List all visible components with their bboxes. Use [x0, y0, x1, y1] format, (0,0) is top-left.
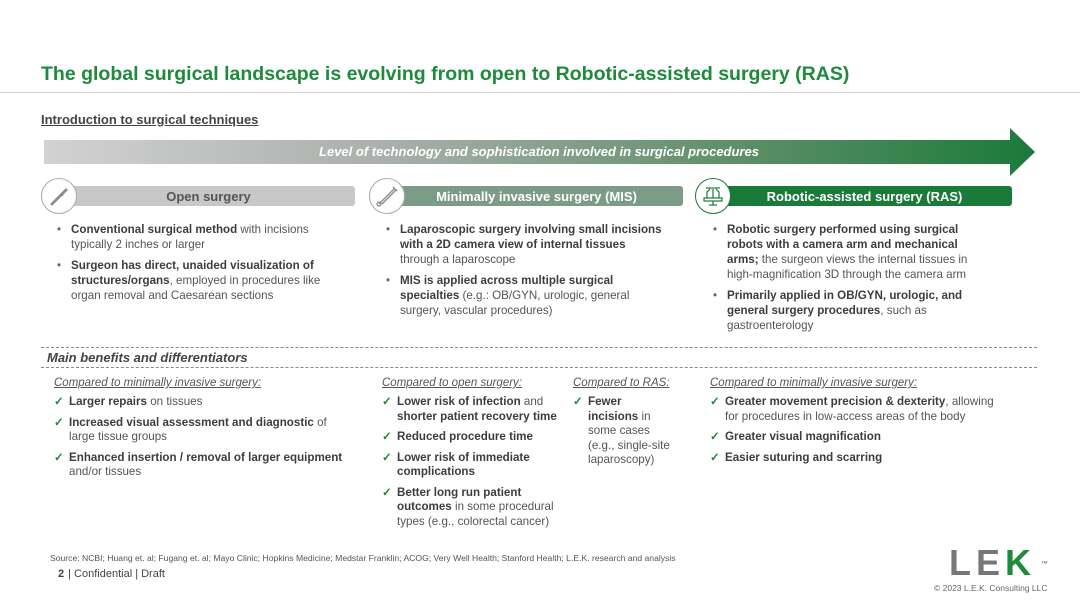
title-divider	[0, 92, 1080, 93]
section-subtitle: Introduction to surgical techniques	[41, 112, 259, 127]
list-item: Robotic surgery performed using surgical…	[711, 222, 991, 282]
scalpel-icon	[41, 178, 77, 214]
mis-header: Minimally invasive surgery (MIS)	[390, 186, 683, 206]
benefits-heading: Main benefits and differentiators	[47, 350, 248, 365]
list-item: Better long run patient outcomes in some…	[382, 486, 564, 530]
list-item: Greater movement precision & dexterity, …	[710, 395, 1010, 424]
list-item: Increased visual assessment and diagnost…	[54, 416, 352, 445]
page-number: 2	[58, 568, 65, 580]
list-item: Conventional surgical method with incisi…	[55, 222, 345, 252]
laparoscopic-instrument-icon	[369, 178, 405, 214]
source-note: Source: NCBI; Huang et. al; Fugang et. a…	[50, 553, 676, 563]
open-compared-label: Compared to minimally invasive surgery:	[54, 377, 262, 389]
ras-bullets: Robotic surgery performed using surgical…	[711, 222, 991, 339]
open-benefits-list: Larger repairs on tissues Increased visu…	[54, 395, 352, 486]
dashed-divider	[41, 347, 1037, 348]
open-surgery-header: Open surgery	[62, 186, 355, 206]
mis-vs-ras-compared-label: Compared to RAS:	[573, 377, 670, 389]
open-surgery-bullets: Conventional surgical method with incisi…	[55, 222, 345, 309]
page-footer: 2| Confidential | Draft	[58, 568, 165, 580]
list-item: Lower risk of immediate complications	[382, 451, 564, 480]
list-item: Fewer incisions in some cases (e.g., sin…	[573, 395, 673, 468]
technology-progress-arrow	[44, 128, 1035, 176]
mis-bullets: Laparoscopic surgery involving small inc…	[384, 222, 666, 324]
page-title: The global surgical landscape is evolvin…	[41, 63, 850, 85]
mis-vs-open-compared-label: Compared to open surgery:	[382, 377, 522, 389]
list-item: Surgeon has direct, unaided visualizatio…	[55, 258, 345, 303]
ras-benefits-list: Greater movement precision & dexterity, …	[710, 395, 1010, 471]
list-item: Reduced procedure time	[382, 430, 564, 445]
list-item: Greater visual magnification	[710, 430, 1010, 445]
mis-vs-open-benefits-list: Lower risk of infection and shorter pati…	[382, 395, 564, 535]
list-item: Easier suturing and scarring	[710, 451, 1010, 466]
list-item: Enhanced insertion / removal of larger e…	[54, 451, 352, 480]
dashed-divider	[41, 367, 1037, 368]
list-item: Larger repairs on tissues	[54, 395, 352, 410]
list-item: Primarily applied in OB/GYN, urologic, a…	[711, 288, 991, 333]
list-item: Laparoscopic surgery involving small inc…	[384, 222, 666, 267]
confidential-label: | Confidential | Draft	[68, 568, 165, 580]
list-item: Lower risk of infection and shorter pati…	[382, 395, 564, 424]
copyright-text: © 2023 L.E.K. Consulting LLC	[934, 583, 1048, 593]
mis-vs-ras-benefits-list: Fewer incisions in some cases (e.g., sin…	[573, 395, 673, 474]
ras-compared-label: Compared to minimally invasive surgery:	[710, 377, 918, 389]
surgical-robot-icon	[695, 178, 731, 214]
arrow-label: Level of technology and sophistication i…	[319, 144, 759, 159]
list-item: MIS is applied across multiple surgical …	[384, 273, 666, 318]
ras-header: Robotic-assisted surgery (RAS)	[717, 186, 1012, 206]
